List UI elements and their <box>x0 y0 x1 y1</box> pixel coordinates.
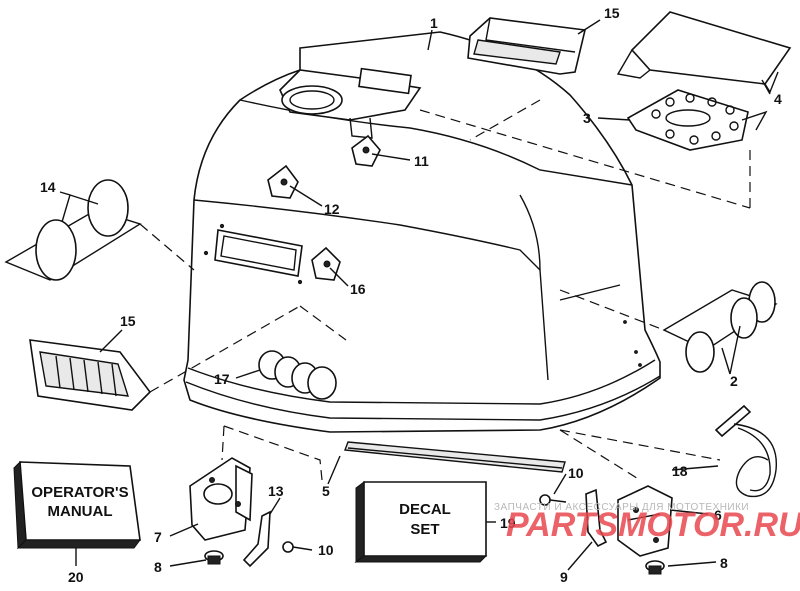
grommet-8-right <box>645 560 665 575</box>
seal-strip-5 <box>344 441 566 473</box>
callout-16: 16 <box>350 281 366 297</box>
latch-bracket-7 <box>189 457 253 541</box>
assembly-lines <box>139 99 751 481</box>
callout-15-left: 15 <box>120 313 136 329</box>
grommet-8-left <box>204 550 224 565</box>
callout-19: 19 <box>500 515 516 531</box>
callout-15-top: 15 <box>604 5 620 21</box>
vent-top-15 <box>467 17 586 75</box>
manual-label-line1: OPERATOR'S <box>31 484 128 501</box>
engine-cover <box>183 31 661 433</box>
knob-11 <box>351 134 381 167</box>
decal-label-line1: DECAL <box>399 501 451 518</box>
callout-12: 12 <box>324 201 340 217</box>
gasket-3 <box>626 89 768 151</box>
callout-20: 20 <box>68 569 84 585</box>
operators-manual-box <box>13 460 141 550</box>
callout-17: 17 <box>214 371 230 387</box>
callout-14: 14 <box>40 179 56 195</box>
vent-left-15 <box>29 339 152 411</box>
callout-8-right: 8 <box>720 555 728 571</box>
top-panel-4 <box>616 11 792 94</box>
side-decals-2 <box>662 281 778 373</box>
latch-plate-6 <box>617 485 673 557</box>
decal-set-box <box>354 481 488 563</box>
callout-10-upper: 10 <box>568 465 584 481</box>
callout-11: 11 <box>414 153 429 169</box>
side-decals-14 <box>4 179 142 281</box>
cable-18 <box>714 404 777 498</box>
callout-7: 7 <box>154 529 162 545</box>
callout-6: 6 <box>714 507 722 523</box>
callout-8-left: 8 <box>154 559 162 575</box>
callout-labels: 1 15 4 3 11 12 14 16 15 17 2 5 18 10 6 1… <box>40 5 782 585</box>
knob-16 <box>311 246 341 281</box>
decal-label-line2: SET <box>410 521 439 538</box>
clip-13 <box>242 510 271 568</box>
callout-13: 13 <box>268 483 284 499</box>
screw-10-upper <box>539 494 567 506</box>
bracket-9 <box>585 488 608 548</box>
watermark-logo: PARTSMOTOR.RU <box>506 506 800 544</box>
screw-10-lower <box>282 541 313 553</box>
manual-label-line2: MANUAL <box>48 503 113 520</box>
callout-4: 4 <box>774 91 782 107</box>
callout-2: 2 <box>730 373 738 389</box>
watermark-tagline: ЗАПЧАСТИ И АКСЕССУАРЫ ДЛЯ МОТОТЕХНИКИ <box>494 502 749 513</box>
callout-3: 3 <box>583 110 591 126</box>
callout-9: 9 <box>560 569 568 585</box>
leader-lines <box>59 19 771 571</box>
callout-10-lower: 10 <box>318 542 334 558</box>
callout-18: 18 <box>672 463 688 479</box>
front-decals-17 <box>258 350 337 400</box>
callout-1: 1 <box>430 15 438 31</box>
callout-5: 5 <box>322 483 330 499</box>
knob-12 <box>267 164 299 199</box>
